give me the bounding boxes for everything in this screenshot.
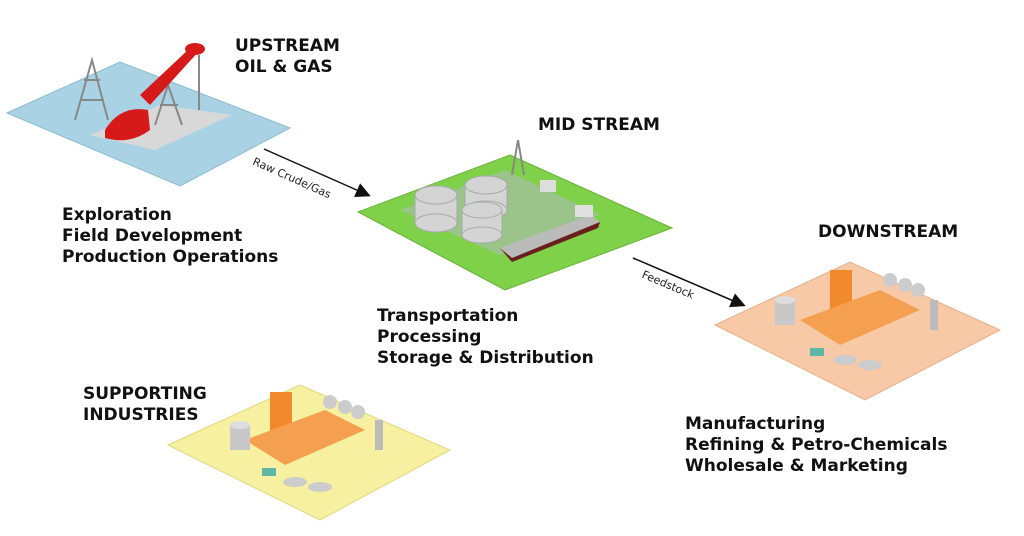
midstream-item: Processing [377, 327, 482, 347]
storage-tank-icon [414, 175, 508, 244]
pump-jack-icon [105, 43, 205, 141]
midstream-title: MID STREAM [538, 115, 660, 135]
tower-icon [511, 139, 525, 176]
supporting-title-line: INDUSTRIES [83, 405, 199, 425]
downstream-item: Wholesale & Marketing [685, 456, 908, 476]
supporting-title-line: SUPPORTING [83, 384, 207, 404]
downstream-item: Manufacturing [685, 414, 826, 434]
supporting-title: SUPPORTING INDUSTRIES [83, 384, 207, 426]
upstream-title-line: UPSTREAM [235, 36, 340, 56]
downstream-platform [713, 261, 1002, 401]
refinery-icon [775, 270, 938, 370]
downstream-title: DOWNSTREAM [818, 222, 959, 242]
upstream-activities: Exploration Field Development Production… [62, 205, 278, 268]
upstream-title: UPSTREAM OIL & GAS [235, 36, 340, 78]
upstream-item: Exploration [62, 205, 172, 225]
supporting-platform [166, 384, 452, 521]
upstream-platform [5, 43, 292, 187]
midstream-activities: Transportation Processing Storage & Dist… [377, 306, 594, 369]
midstream-item: Transportation [377, 306, 519, 326]
feedstock-arrow [632, 257, 746, 308]
building-icon [540, 180, 556, 192]
factory-icon [230, 392, 383, 492]
tanker-ship-icon [500, 205, 600, 262]
midstream-platform [356, 139, 674, 291]
downstream-activities: Manufacturing Refining & Petro-Chemicals… [685, 414, 947, 477]
midstream-item: Storage & Distribution [377, 348, 594, 368]
raw-crude-arrow [263, 148, 371, 198]
upstream-item: Field Development [62, 226, 243, 246]
upstream-item: Production Operations [62, 247, 279, 267]
upstream-title-line: OIL & GAS [235, 57, 333, 77]
downstream-item: Refining & Petro-Chemicals [685, 435, 948, 455]
